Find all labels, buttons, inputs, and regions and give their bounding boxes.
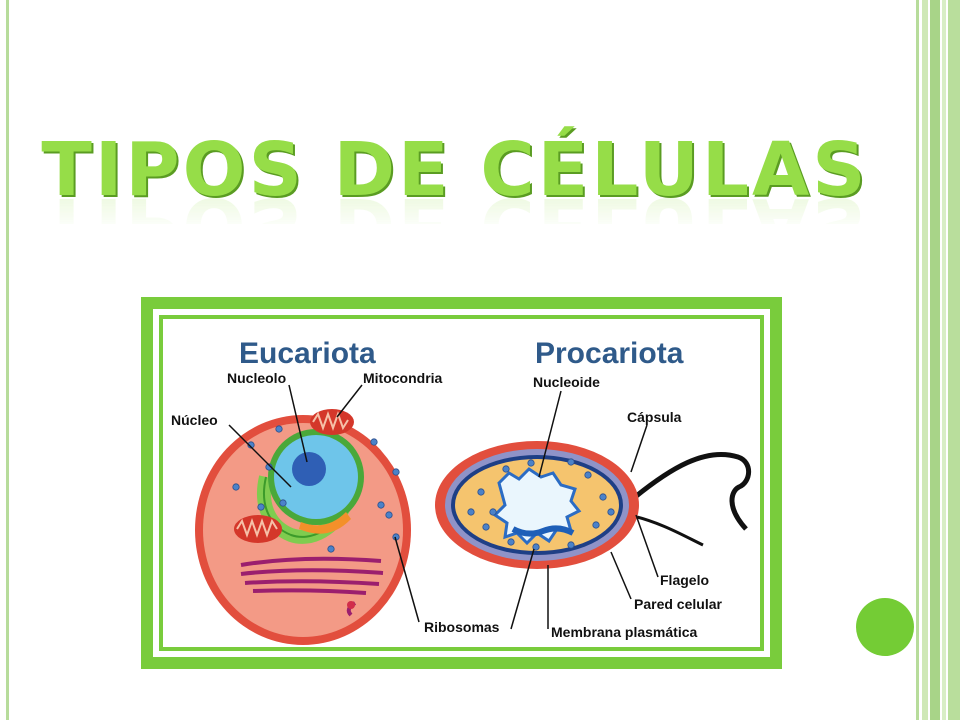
label-capsula: Cápsula (627, 409, 682, 425)
eukaryote-heading: Eucariota (239, 337, 376, 370)
endoplasmic-reticulum (240, 556, 384, 617)
mitochondrion-left (234, 515, 282, 543)
nucleolus (292, 452, 326, 486)
label-flagelo: Flagelo (660, 572, 709, 588)
right-border-stripes (916, 0, 960, 720)
green-circle-decoration (856, 598, 914, 656)
prokaryote-heading: Procariota (535, 337, 684, 370)
title-reflection-container: TIPOS DE CÉLULAS (0, 184, 910, 224)
prokaryote-ribosomes (467, 458, 615, 551)
label-ribosomas: Ribosomas (424, 619, 500, 635)
label-mitocondria: Mitocondria (363, 370, 443, 386)
nucleoid (492, 467, 582, 546)
slide-title-reflection: TIPOS DE CÉLULAS (41, 184, 868, 224)
slide-title-container: TIPOS DE CÉLULAS (0, 130, 910, 210)
label-pared-celular: Pared celular (634, 596, 722, 612)
label-nucleoide: Nucleoide (533, 374, 600, 390)
label-membrana-plasmatica: Membrana plasmática (551, 624, 697, 640)
flagellum (627, 451, 752, 531)
label-nucleo: Núcleo (171, 412, 218, 428)
eukaryote-ribosomes (232, 425, 400, 553)
slide-title: TIPOS DE CÉLULAS (41, 127, 869, 213)
cell-types-diagram: Eucariota Procariota Nucleolo Mitocondri… (141, 297, 782, 669)
prokaryote-cell (435, 390, 752, 630)
mitochondrion-top (310, 409, 354, 435)
eukaryote-cell (195, 384, 420, 645)
label-nucleolo: Nucleolo (227, 370, 286, 386)
left-border-line (6, 0, 9, 720)
